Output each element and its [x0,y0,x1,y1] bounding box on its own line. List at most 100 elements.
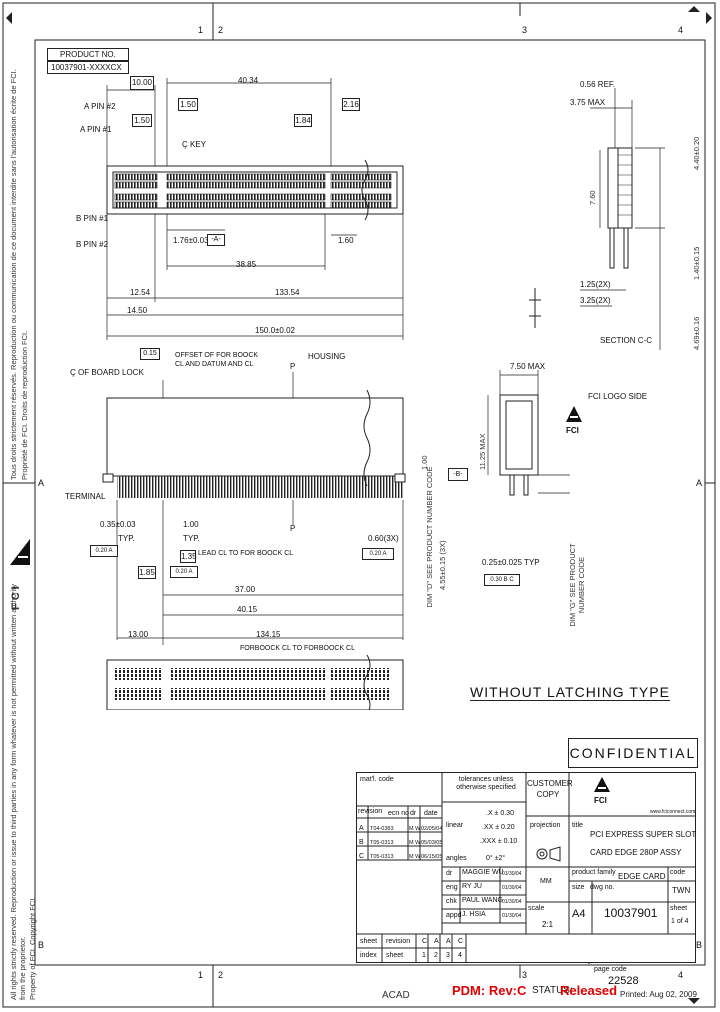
title-label: title [572,822,583,829]
code-label: code [670,869,686,876]
left-margin-text-en-2: Property of FCI. Copyright FCI. [28,896,37,1000]
dim-2-16: 2.16 [342,98,360,111]
dim-typ-a: TYP. [118,534,135,543]
dim-133-54: 133.54 [275,288,300,297]
person-chk-role: chk [446,898,457,905]
rev-c-letter: C [359,853,365,860]
dim-0-25: 0.25±0.025 TYP [482,558,540,567]
dim-40-34: 40.34 [238,76,259,85]
label-offset-forbook: OFFSET OF FOR BOOCK [175,352,259,359]
end-view-fci-logo [566,406,582,422]
dim-3-75-max: 3.75 MAX [570,98,606,107]
sheet-value: 1 of 4 [671,918,689,925]
zone-label-side-a-right: A [696,478,703,488]
sheet-table-rev-1: C [422,938,428,945]
title-block-grid [356,772,696,964]
dim-40-15: 40.15 [237,605,258,614]
label-fci-logo-side: FCI LOGO SIDE [588,392,648,401]
person-dr-role: dr [446,870,453,877]
zone-label-bottom-4: 4 [678,970,684,980]
dim-1-35: 1.35 [180,550,197,563]
dim-14-50: 14.50 [127,306,148,315]
tol-xx: .XX ± 0.20 [482,824,515,831]
side-section-geometry [580,88,665,350]
page-code-label: page code [594,966,627,973]
section-marker [529,288,541,328]
page-code-value: 22528 [608,975,639,987]
scale-value: 2:1 [542,920,554,929]
rev-b-dr: M W [409,840,421,846]
dim-1-50-b: 1.50 [132,114,152,127]
label-b-pin-1: B PIN #1 [76,214,109,223]
dim-1-00-a: 1.00 [183,520,199,529]
sheet-table-sheet-hdr: sheet [360,938,378,945]
dim-0-56-ref: 0.56 REF. [580,80,616,89]
confidential-stamp: CONFIDENTIAL [568,738,698,768]
dim-150-0: 150.0±0.02 [255,326,295,335]
label-forbook-cl: FORBOOCK CL TO FORBOOCK CL [240,645,356,652]
dim-typ-b: TYP. [183,534,200,543]
label-c-key: Ç KEY [182,140,207,149]
label-lead-cl: LEAD CL TO FOR BOOCK CL [198,550,294,557]
dim-12-54: 12.54 [130,288,151,297]
product-no-value: 10037901-XXXXCX [47,61,129,74]
size-label: size [572,884,585,891]
end-view-geometry [487,370,570,496]
rev-a-dr: M W [409,826,421,832]
dim-7-50-max: 7.50 MAX [510,362,546,371]
dwg-no-label: dwg no. [590,884,615,891]
rev-hdr-revision: revision [358,808,383,815]
zone-label-bottom-1: 1 [198,970,204,980]
label-p-bottom: P [290,524,296,533]
tol-frame-a: 0.20 A [90,545,118,557]
dim-134-15: 134.15 [256,630,281,639]
rev-b-letter: B [359,839,364,846]
person-eng-date: 01/30/04 [502,885,522,891]
angles-label: angles [446,855,467,862]
person-chk-date: 01/30/04 [502,899,522,905]
dim-7-60: 7.60 [588,190,597,205]
footer-printed-date: Printed: Aug 02, 2009 [620,990,697,999]
rev-a-date: 02/05/04 [421,826,443,832]
left-margin-text-fr-2: Propriété de FCI. Droits de reproduction… [20,330,29,480]
front-view-geometry [102,372,406,710]
person-chk-name: PAUL WANG [462,897,503,904]
zone-label-bottom-3: 3 [522,970,528,980]
dim-38-85: 38.85 [236,260,257,269]
left-margin-fci-logo [10,539,30,565]
dim-10-00: 10.00 [130,76,154,90]
dim-1-76: 1.76±0.03 [173,236,209,245]
zone-label-top-3: 3 [522,25,528,35]
dim-11-25-max: 11.25 MAX [478,433,487,470]
dim-1-50-a: 1.50 [178,98,198,111]
code-value: TWN [672,886,691,895]
dim-1-60: 1.60 [338,236,354,245]
title-fci-logo [594,777,610,792]
rev-hdr-date: date [424,810,438,817]
footer-status-value: Released [560,983,618,998]
rev-a-letter: A [359,825,364,832]
tol-frame-d: 0.30 B C [484,574,520,586]
zone-label-top-4: 4 [678,25,684,35]
label-housing: HOUSING [308,352,346,361]
person-dr-name: MAGGIE WU [462,869,504,876]
person-appd-role: appd [446,912,462,919]
scale-label: scale [528,905,545,912]
units-mm: MM [540,878,552,885]
person-eng-role: eng [446,884,458,891]
dwg-no-value: 10037901 [604,906,658,920]
zone-label-side-b-right: B [696,940,703,950]
label-p-top: P [290,362,296,371]
top-view-geometry [106,78,404,340]
rev-b-date: 05/03/05 [421,840,443,846]
rev-c-date: 06/15/05 [421,854,443,860]
label-b-pin-2: B PIN #2 [76,240,109,249]
sheet-table-num-4: 4 [458,952,462,959]
tol-angle: 0° ±2° [486,855,506,862]
zone-label-side-b: B [38,940,45,950]
dim-37-00: 37.00 [235,585,256,594]
sheet-table-num-2: 2 [434,952,438,959]
rev-c-ecn: T05-0313 [370,854,394,860]
zone-label-bottom-2: 2 [218,970,224,980]
